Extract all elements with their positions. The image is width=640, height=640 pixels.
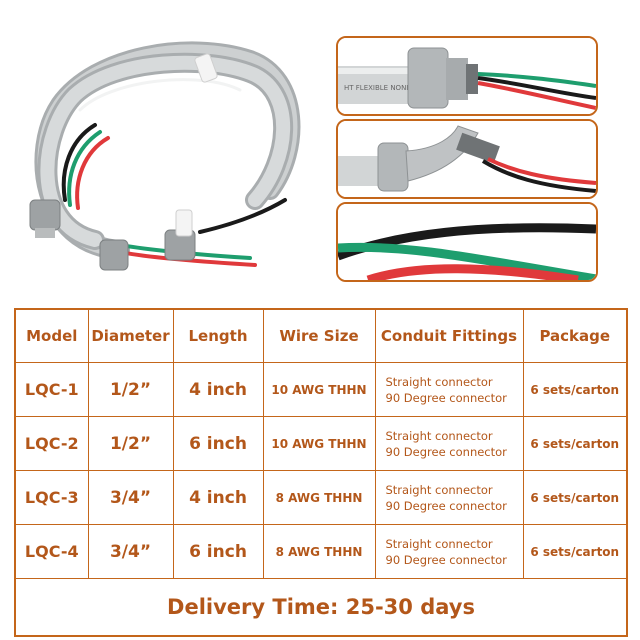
header-diameter: Diameter xyxy=(87,308,174,363)
table-row: LQC-4 3/4” 6 inch 8 AWG THHN Straight co… xyxy=(14,524,628,579)
cell-fittings: Straight connector 90 Degree connector xyxy=(374,470,524,525)
delivery-time: Delivery Time: 25-30 days xyxy=(14,578,628,637)
cell-diameter: 1/2” xyxy=(87,416,174,471)
cell-wire-size: 10 AWG THHN xyxy=(262,416,376,471)
fitting-straight: Straight connector xyxy=(385,482,493,497)
cell-package: 6 sets/carton xyxy=(522,524,628,579)
header-length: Length xyxy=(172,308,264,363)
detail-wires xyxy=(336,202,598,282)
wires-image xyxy=(338,204,596,280)
fitting-straight: Straight connector xyxy=(385,374,493,389)
table-row: LQC-1 1/2” 4 inch 10 AWG THHN Straight c… xyxy=(14,362,628,417)
cell-diameter: 3/4” xyxy=(87,524,174,579)
conduit-print: HT FLEXIBLE NONME xyxy=(344,84,417,92)
fitting-90-degree: 90 Degree connector xyxy=(385,390,507,405)
elbow-connector-image xyxy=(338,121,596,197)
detail-90-degree-connector xyxy=(336,119,598,199)
header-conduit-fittings: Conduit Fittings xyxy=(374,308,524,363)
cell-length: 6 inch xyxy=(172,416,264,471)
cell-length: 4 inch xyxy=(172,362,264,417)
cell-package: 6 sets/carton xyxy=(522,362,628,417)
cell-length: 6 inch xyxy=(172,524,264,579)
fitting-straight: Straight connector xyxy=(385,428,493,443)
fitting-90-degree: 90 Degree connector xyxy=(385,498,507,513)
fitting-straight: Straight connector xyxy=(385,536,493,551)
cable-ties xyxy=(175,53,218,237)
cell-model: LQC-3 xyxy=(14,470,89,525)
cell-wire-size: 10 AWG THHN xyxy=(262,362,376,417)
detail-straight-connector: HT FLEXIBLE NONME xyxy=(336,36,598,116)
header-model: Model xyxy=(14,308,89,363)
cell-diameter: 1/2” xyxy=(87,362,174,417)
header-package: Package xyxy=(522,308,628,363)
cell-fittings: Straight connector 90 Degree connector xyxy=(374,362,524,417)
fitting-90-degree: 90 Degree connector xyxy=(385,552,507,567)
connectors xyxy=(29,199,196,271)
delivery-row: Delivery Time: 25-30 days xyxy=(14,578,628,637)
cell-diameter: 3/4” xyxy=(87,470,174,525)
cell-package: 6 sets/carton xyxy=(522,470,628,525)
cell-length: 4 inch xyxy=(172,470,264,525)
table-row: LQC-3 3/4” 4 inch 8 AWG THHN Straight co… xyxy=(14,470,628,525)
table-header-row: Model Diameter Length Wire Size Conduit … xyxy=(14,308,628,363)
cell-model: LQC-2 xyxy=(14,416,89,471)
straight-connector-image: HT FLEXIBLE NONME xyxy=(338,38,596,114)
cell-fittings: Straight connector 90 Degree connector xyxy=(374,524,524,579)
cell-model: LQC-4 xyxy=(14,524,89,579)
cell-fittings: Straight connector 90 Degree connector xyxy=(374,416,524,471)
spec-table: Model Diameter Length Wire Size Conduit … xyxy=(14,308,628,637)
fitting-90-degree: 90 Degree connector xyxy=(385,444,507,459)
coiled-conduit-image xyxy=(29,41,301,271)
table-row: LQC-2 1/2” 6 inch 10 AWG THHN Straight c… xyxy=(14,416,628,471)
cell-model: LQC-1 xyxy=(14,362,89,417)
header-wire-size: Wire Size xyxy=(262,308,376,363)
coil-back xyxy=(34,41,301,260)
cell-wire-size: 8 AWG THHN xyxy=(262,524,376,579)
cell-wire-size: 8 AWG THHN xyxy=(262,470,376,525)
cell-package: 6 sets/carton xyxy=(522,416,628,471)
